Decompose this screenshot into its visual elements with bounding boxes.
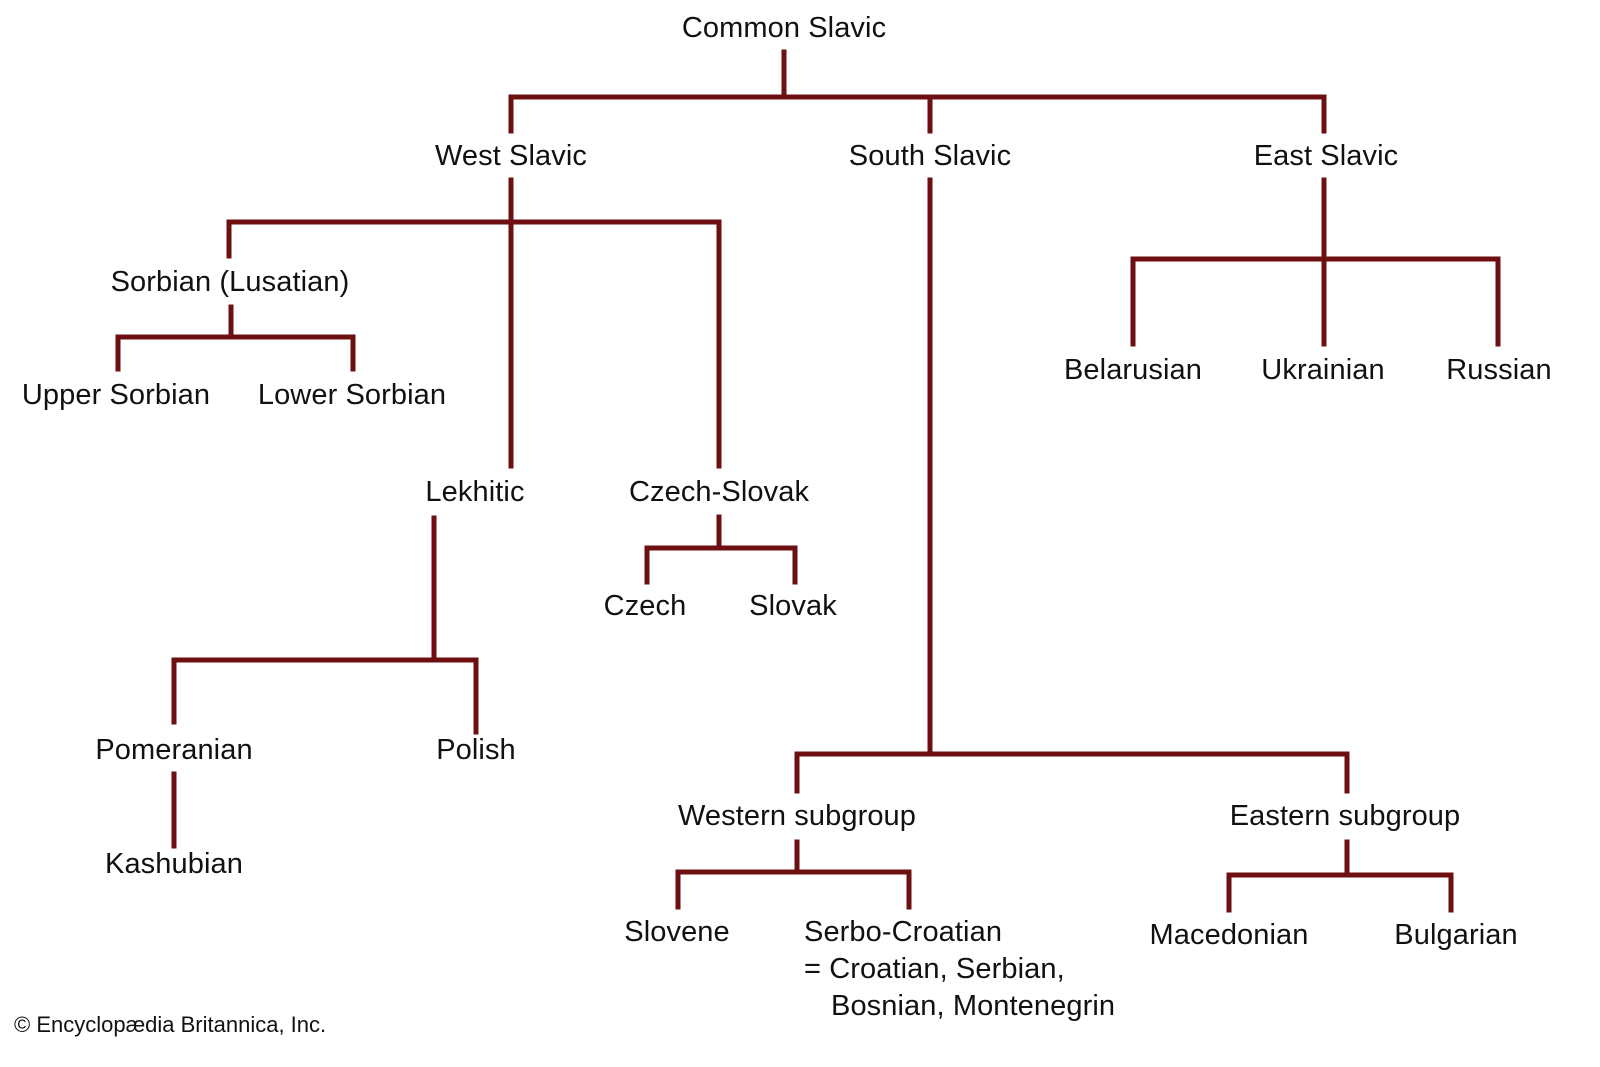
node-russian: Russian: [1446, 354, 1552, 386]
connector-lekhitic-to-languages: [171, 515, 479, 735]
connector-south-to-subgroups: [794, 177, 1350, 794]
node-ukrainian: Ukrainian: [1261, 354, 1385, 386]
node-lekhitic: Lekhitic: [425, 476, 525, 508]
node-kashubian: Kashubian: [105, 848, 243, 880]
node-macedonian: Macedonian: [1149, 919, 1309, 951]
node-eastern-subgroup: Eastern subgroup: [1229, 800, 1461, 832]
node-pomeranian: Pomeranian: [95, 734, 253, 766]
node-lower-sorbian: Lower Sorbian: [257, 379, 447, 411]
connector-czech-slovak-to-languages: [644, 514, 798, 585]
node-slovak: Slovak: [749, 590, 837, 622]
node-belarusian: Belarusian: [1063, 354, 1203, 386]
connector-common-to-branches: [508, 49, 1327, 134]
node-czech: Czech: [603, 590, 687, 622]
node-serbo-croatian-equivalents-line2: Bosnian, Montenegrin: [831, 990, 1116, 1022]
node-bulgarian: Bulgarian: [1394, 919, 1518, 951]
connector-sorbian-to-languages: [115, 304, 356, 372]
node-polish: Polish: [436, 734, 516, 766]
copyright-credit: © Encyclopædia Britannica, Inc.: [14, 1012, 327, 1037]
node-east-slavic: East Slavic: [1253, 140, 1399, 172]
node-upper-sorbian: Upper Sorbian: [21, 379, 211, 411]
connector-west-to-subbranches: [226, 177, 722, 469]
node-western-subgroup: Western subgroup: [677, 800, 917, 832]
node-serbo-croatian-equivalents-line1: = Croatian, Serbian,: [804, 953, 1065, 985]
connector-western-subgroup-to-languages: [675, 839, 912, 910]
node-czech-slovak: Czech-Slovak: [628, 476, 810, 508]
node-common-slavic: Common Slavic: [681, 12, 887, 44]
node-west-slavic: West Slavic: [434, 140, 588, 172]
connector-eastern-subgroup-to-languages: [1226, 839, 1454, 913]
node-sorbian: Sorbian (Lusatian): [110, 266, 350, 298]
connector-east-to-languages: [1130, 177, 1501, 347]
node-serbo-croatian: Serbo-Croatian: [804, 916, 1003, 948]
node-south-slavic: South Slavic: [848, 140, 1012, 172]
node-slovene: Slovene: [624, 916, 730, 948]
